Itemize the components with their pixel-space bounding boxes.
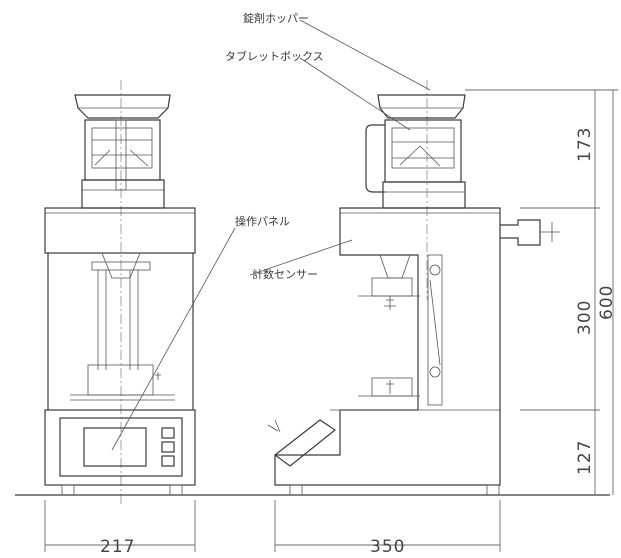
front-base bbox=[44, 409, 196, 486]
dim-hopper-height: 173 bbox=[575, 127, 595, 162]
leader-lines bbox=[111, 19, 431, 451]
label-control-panel: 操作パネル bbox=[235, 214, 290, 228]
panel-button-3 bbox=[161, 455, 175, 467]
front-upper-body bbox=[44, 207, 196, 254]
front-hopper bbox=[74, 94, 171, 119]
dim-side-width: 350 bbox=[370, 537, 405, 557]
side-hopper bbox=[377, 94, 466, 119]
dim-front-width: 217 bbox=[100, 537, 135, 557]
panel-button-2 bbox=[161, 441, 175, 453]
side-body bbox=[274, 207, 501, 486]
front-tablet-box bbox=[84, 119, 161, 181]
label-tablet-box: タブレットボックス bbox=[225, 49, 324, 63]
side-tablet-box bbox=[384, 119, 462, 183]
dimension-lines bbox=[44, 89, 618, 552]
front-panel-screen bbox=[83, 427, 147, 467]
dim-total-height: 600 bbox=[597, 285, 617, 320]
label-hopper: 錠剤ホッパー bbox=[243, 11, 309, 25]
dim-middle-height: 300 bbox=[575, 300, 595, 335]
side-view bbox=[267, 80, 560, 496]
panel-button-1 bbox=[161, 427, 175, 439]
front-view bbox=[44, 80, 196, 505]
dim-base-height: 127 bbox=[575, 440, 595, 475]
label-count-sensor: 計数センサー bbox=[252, 267, 318, 281]
